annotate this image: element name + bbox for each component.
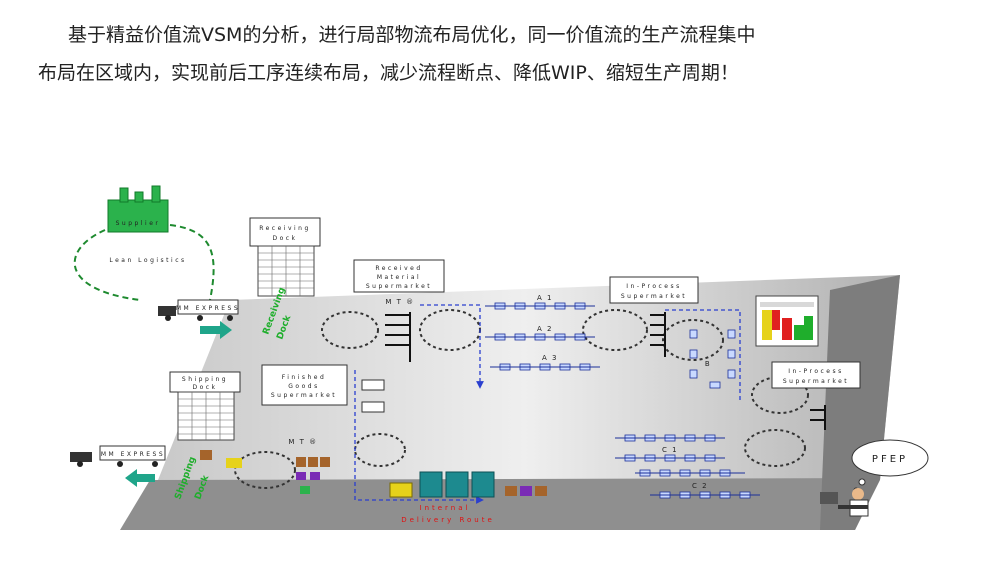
shipping-dock-box-line1: Shipping bbox=[182, 376, 228, 383]
line-b-label: B bbox=[705, 360, 711, 368]
received-material-box: Received Material Supermarket bbox=[353, 259, 445, 293]
supermarket-rack-2 bbox=[650, 312, 666, 357]
line-a1-label: A 1 bbox=[537, 294, 553, 302]
receiving-dock-box: Receiving Dock bbox=[249, 217, 321, 297]
received-material-line3: Supermarket bbox=[366, 283, 432, 290]
pfep-label: PFEP bbox=[872, 454, 908, 465]
line-c-workstations bbox=[615, 434, 760, 499]
intro-line-1: 基于精益价值流VSM的分析，进行局部物流布局优化，同一价值流的生产流程集中 bbox=[68, 24, 756, 46]
receiving-arrow bbox=[200, 321, 232, 339]
internal-route-line1: Internal bbox=[420, 504, 471, 512]
supermarket-rack-1 bbox=[385, 312, 411, 362]
lean-logistics-path-right bbox=[169, 224, 215, 301]
receiving-truck-text: MM EXPRESS bbox=[176, 305, 240, 312]
floor-light-area bbox=[150, 275, 900, 500]
production-board bbox=[755, 295, 819, 347]
delivery-train bbox=[389, 471, 547, 498]
supermarket-rack-3 bbox=[810, 405, 826, 430]
floor-dark-strip bbox=[120, 478, 880, 530]
internal-route-line2: Delivery Route bbox=[401, 516, 495, 524]
supplier-label: Supplier bbox=[116, 220, 161, 227]
in-process-box-2: In-Process Supermarket bbox=[771, 361, 861, 389]
pfep-planner: PFEP bbox=[820, 439, 929, 517]
mt-label-bottom: M T ® bbox=[288, 438, 317, 446]
in-process2-line1: In-Process bbox=[788, 368, 844, 375]
shipping-dock-box: Shipping Dock bbox=[169, 371, 241, 441]
in-process-line2: Supermarket bbox=[621, 293, 687, 300]
line-c1-label: C 1 bbox=[662, 446, 678, 454]
line-a-workstations bbox=[485, 302, 600, 371]
mt-label-top: M T ® bbox=[385, 298, 414, 306]
receiving-truck: MM EXPRESS bbox=[158, 299, 240, 321]
received-material-line1: Received bbox=[375, 265, 422, 272]
line-c2-label: C 2 bbox=[692, 482, 708, 490]
line-a2-label: A 2 bbox=[537, 325, 553, 333]
finished-goods-box: Finished Goods Supermarket bbox=[261, 364, 348, 406]
intro-paragraph: 基于精益价值流VSM的分析，进行局部物流布局优化，同一价值流的生产流程集中 布局… bbox=[38, 16, 968, 92]
receiving-dock-box-line1: Receiving bbox=[259, 225, 311, 232]
in-process2-line2: Supermarket bbox=[783, 378, 849, 385]
dashed-flow-loops bbox=[234, 309, 809, 489]
shipping-arrow bbox=[125, 469, 155, 487]
received-material-line2: Material bbox=[377, 274, 421, 281]
lean-logistics-label: Lean Logistics bbox=[109, 257, 186, 264]
lean-logistics-path-left bbox=[73, 229, 141, 301]
receiving-dock-box-line2: Dock bbox=[272, 235, 297, 242]
internal-delivery-route bbox=[354, 304, 741, 504]
shipping-truck-text: MM EXPRESS bbox=[101, 451, 165, 458]
finished-goods-line3: Supermarket bbox=[271, 392, 337, 399]
in-process-line1: In-Process bbox=[626, 283, 682, 290]
line-b-workstations bbox=[689, 329, 736, 389]
finished-goods-line2: Goods bbox=[288, 383, 319, 390]
shipping-dock-box-line2: Dock bbox=[192, 384, 217, 391]
material-carts bbox=[200, 379, 385, 494]
supplier-factory: Supplier bbox=[107, 185, 169, 233]
finished-goods-line1: Finished bbox=[282, 374, 327, 381]
intro-line-2: 布局在区域内，实现前后工序连续布局，减少流程断点、降低WIP、缩短生产周期！ bbox=[38, 62, 739, 84]
shipping-truck: MM EXPRESS bbox=[70, 445, 166, 467]
in-process-box: In-Process Supermarket bbox=[609, 276, 699, 304]
line-a3-label: A 3 bbox=[542, 354, 558, 362]
